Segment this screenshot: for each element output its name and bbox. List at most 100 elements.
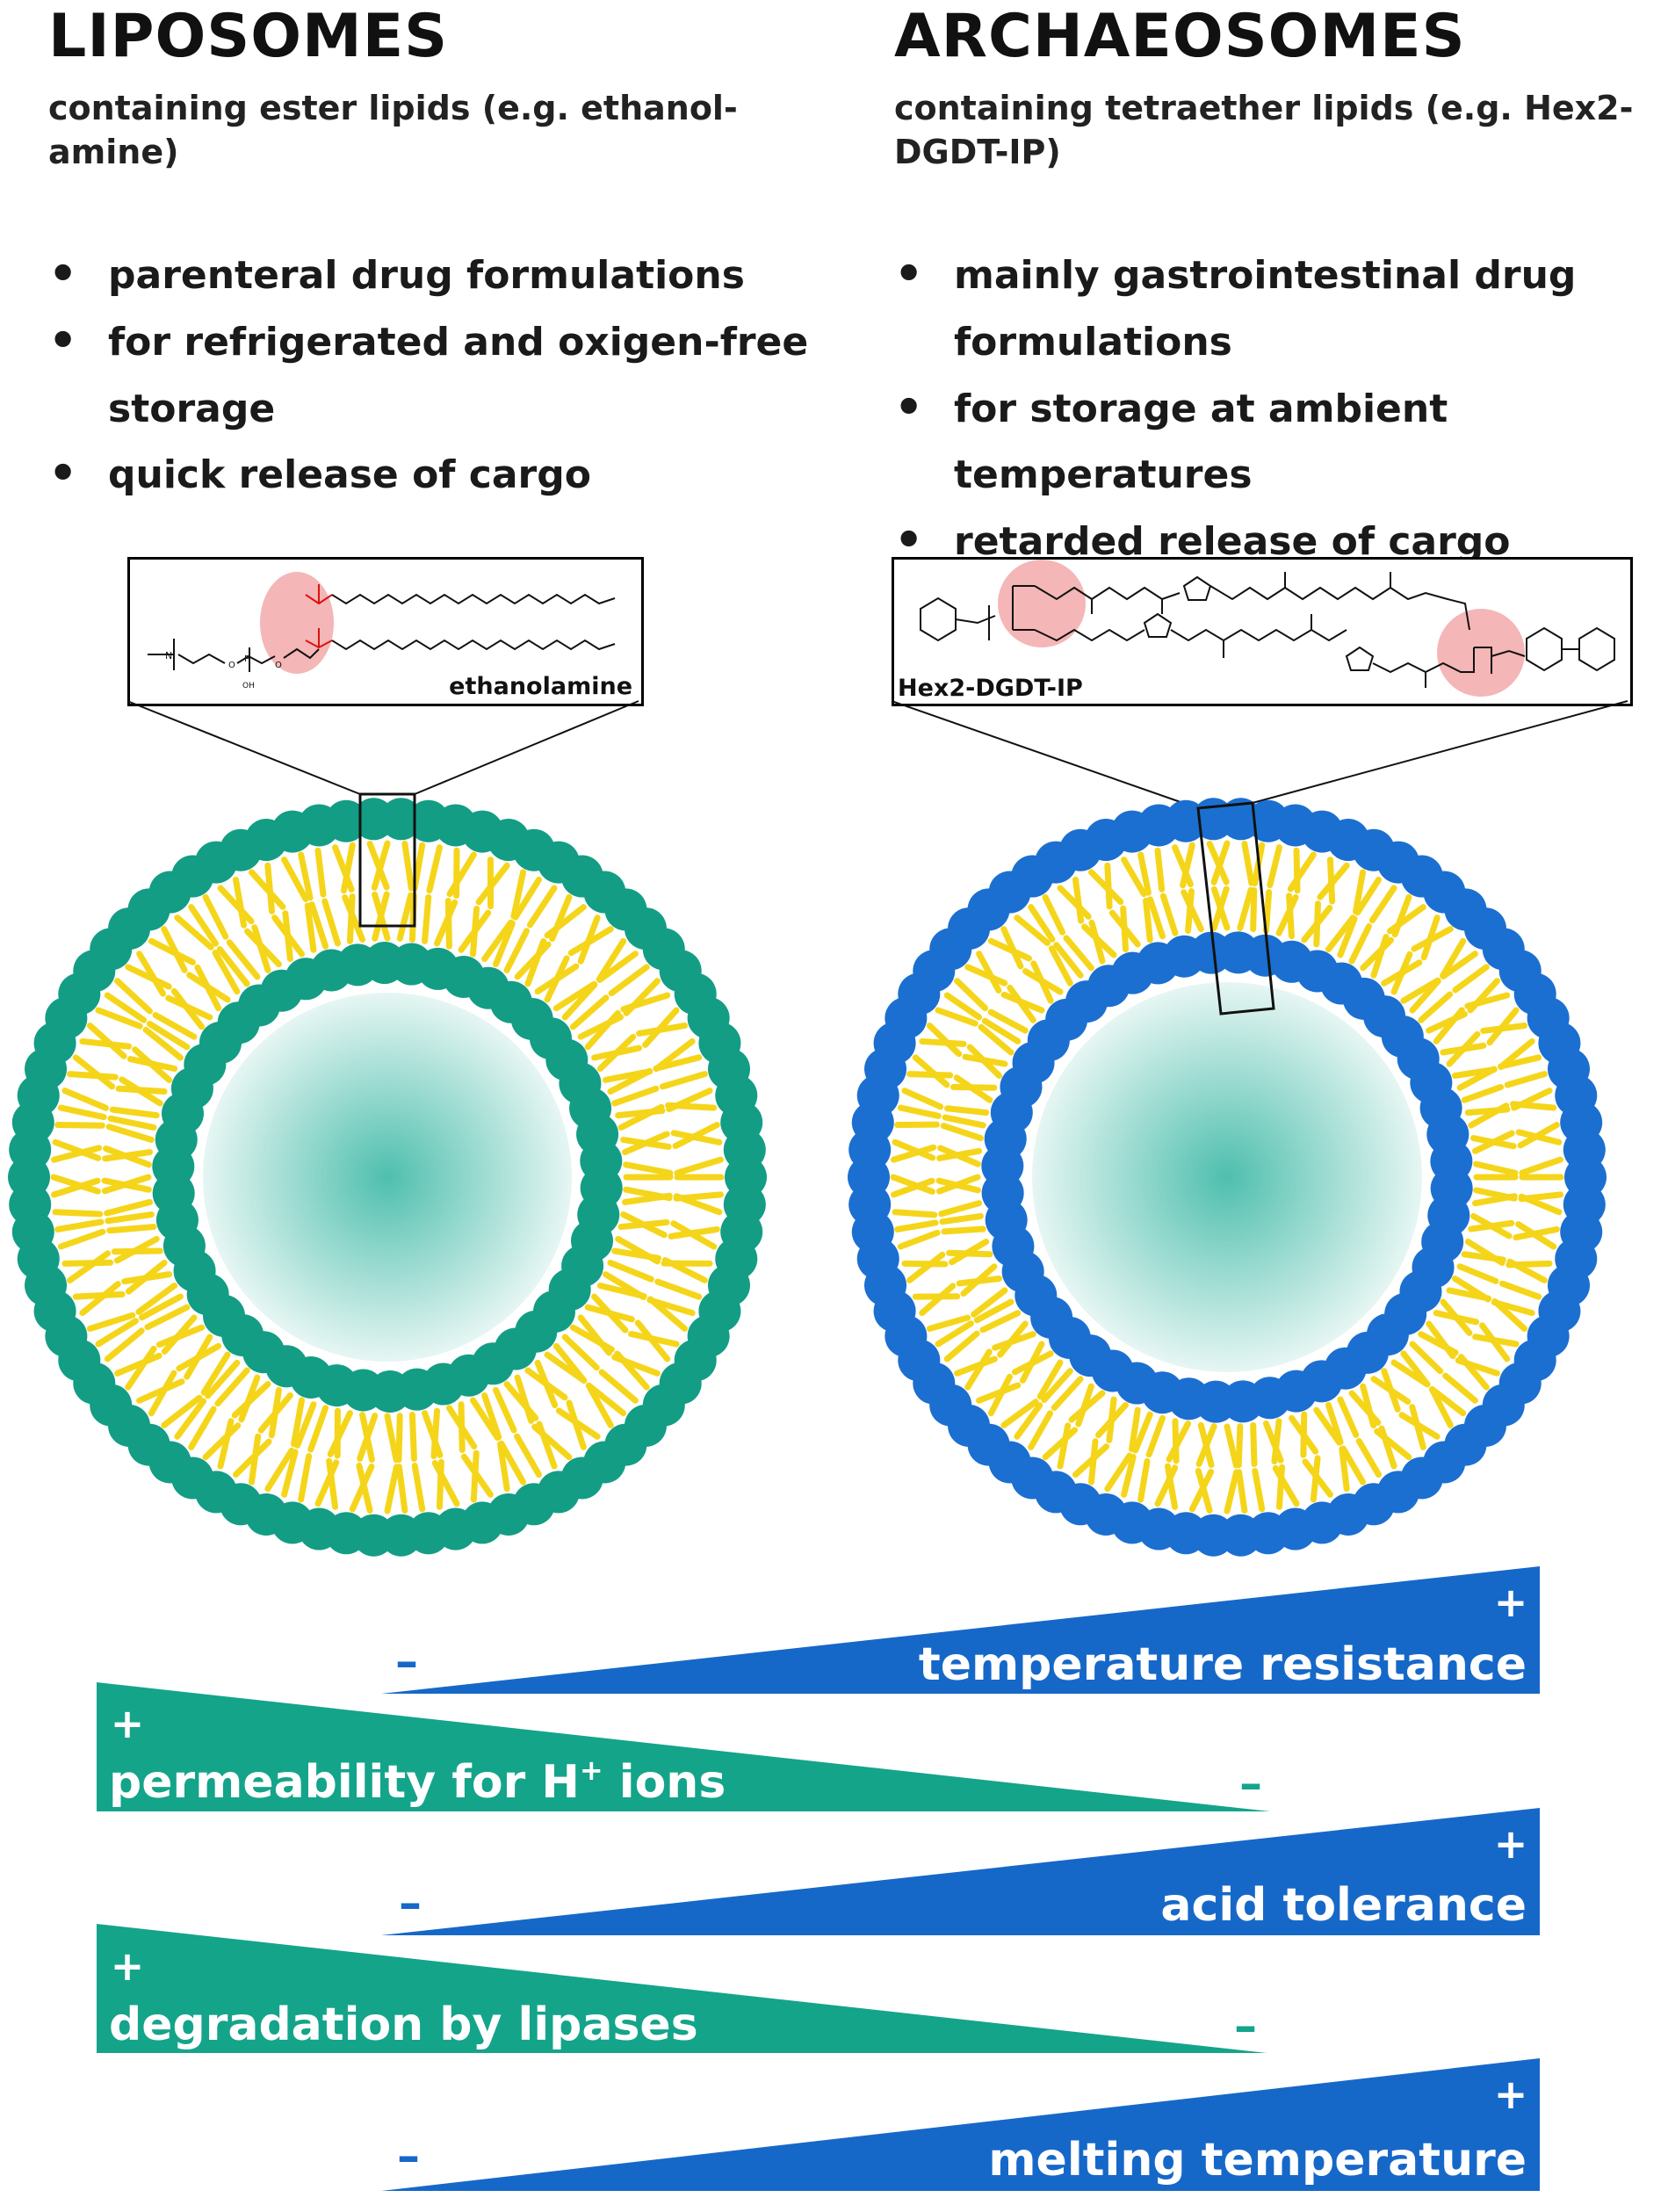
lipid-tail [1390, 1359, 1431, 1388]
lipid-tail [1147, 896, 1166, 940]
lipid-tail [510, 869, 527, 920]
gauge-plus: + [1494, 1820, 1528, 1868]
lipid-tail [57, 1228, 106, 1250]
lipid-tail [340, 842, 356, 894]
gauge-minus: – [1234, 2000, 1257, 2053]
lipid-tail [1137, 1457, 1151, 1503]
lipid-tail [1433, 1310, 1480, 1326]
lipid-tail [1353, 869, 1367, 915]
lipid-tail [1442, 1372, 1478, 1404]
liposomes-subtitle-line1: containing ester lipids (e.g. ethanol- [48, 89, 738, 127]
lipid-tail [1108, 909, 1141, 948]
lipid-tail [890, 1174, 935, 1195]
lipid-tail [125, 964, 172, 990]
lipid-tail [981, 1017, 1022, 1045]
ester-highlight [260, 572, 334, 674]
lipid-tail [960, 1263, 998, 1298]
lipid-tail [1051, 1376, 1084, 1411]
lipid-tail [567, 926, 614, 957]
lipid-tail [144, 1304, 191, 1331]
lipid-tail [1491, 1298, 1528, 1333]
lipid-tail [104, 992, 148, 1023]
lipid-tail [1468, 1102, 1510, 1129]
lipid-tail [1386, 904, 1426, 935]
lipid-tail [634, 1319, 671, 1363]
lipid-tail [1317, 862, 1350, 900]
lipid-tail [611, 1247, 662, 1261]
lipid-tail [1480, 1022, 1528, 1034]
lipid-tail [892, 1139, 936, 1161]
lipid-tail [943, 1105, 990, 1116]
lipid-tail [1390, 951, 1413, 995]
lipid-head-inner [1430, 1139, 1473, 1182]
lipid-tail [926, 1022, 963, 1058]
lipid-tail [585, 1382, 614, 1428]
lipid-tail [1461, 1251, 1506, 1263]
lipid-tail [1325, 1401, 1344, 1446]
lipid-tail [244, 928, 283, 968]
lipid-tail [384, 1413, 400, 1464]
lipid-tail [1289, 1414, 1319, 1455]
lipid-tail [72, 1054, 116, 1090]
lipid-tail [964, 1348, 993, 1391]
lipid-tail [1370, 1376, 1412, 1405]
lipid-tail [1210, 886, 1231, 931]
gauge-label: permeability for H+ ions [109, 1753, 726, 1809]
gauge-label: temperature resistance [919, 1638, 1527, 1691]
liposomes-title: LIPOSOMES [48, 2, 449, 71]
lipid-tail [561, 981, 598, 1021]
gauge-plus: + [111, 1942, 145, 1990]
lipid-tail [503, 928, 531, 973]
lipid-tail [1145, 1414, 1166, 1458]
lipid-tail [1267, 844, 1282, 889]
lipid-tail [101, 1174, 152, 1195]
lipid-tail [1036, 1359, 1064, 1400]
lipid-tail [372, 891, 391, 942]
lipid-tail [1378, 1425, 1397, 1470]
gauge-melting-temperature: + – melting temperature [381, 2058, 1540, 2191]
lipid-tail [125, 1259, 168, 1295]
gauge-minus: – [1239, 1758, 1262, 1811]
lipid-tail [342, 894, 366, 943]
hex2-dgdt-ip-structure-box: Hex2-DGDT-IP [892, 557, 1633, 706]
liposomes-column: LIPOSOMES containing ester lipids (e.g. … [48, 0, 821, 514]
lipid-tail [524, 1367, 568, 1401]
lipid-tail [943, 992, 983, 1021]
lipid-tail [503, 1381, 539, 1421]
lipid-tail [997, 1320, 1029, 1358]
lipid-tail [308, 901, 329, 950]
lipid-tail [620, 992, 671, 1013]
lipid-tail [906, 1251, 946, 1283]
lipid-tail [1252, 1467, 1266, 1513]
lipid-tail [596, 937, 627, 983]
lipid-tail [973, 1298, 1015, 1324]
lipid-tail [941, 1225, 986, 1235]
lipid-tail [1446, 1287, 1492, 1302]
lipid-tail [938, 1200, 983, 1218]
gauge-plus: + [1494, 1579, 1528, 1626]
lipid-tail [901, 1088, 944, 1110]
lipid-tail [598, 1369, 639, 1404]
lipid-tail [61, 1259, 114, 1267]
lipid-tail [422, 1410, 444, 1458]
lipid-tail [1241, 841, 1255, 886]
lipid-tail [949, 1239, 990, 1266]
lipid-tail [238, 1374, 261, 1423]
lipid-tail [1313, 900, 1321, 948]
lipid-tail [498, 1440, 527, 1486]
lipid-tail [1022, 968, 1064, 995]
lipid-tail [1188, 1468, 1215, 1513]
lipid-tail [653, 1054, 703, 1072]
lipid-tail [1236, 1469, 1248, 1514]
lipid-tail [135, 1282, 178, 1315]
lipid-tail [161, 1314, 198, 1355]
tetraether-skeleton [920, 572, 1615, 688]
lipid-tail [1368, 885, 1397, 924]
lipid-tail [1057, 885, 1092, 920]
lipid-tail [1348, 923, 1372, 965]
lipid-tail [561, 1334, 600, 1371]
gauge-minus: – [397, 2130, 420, 2183]
lipid-tail [126, 1056, 178, 1073]
lipid-tail [470, 1449, 480, 1503]
